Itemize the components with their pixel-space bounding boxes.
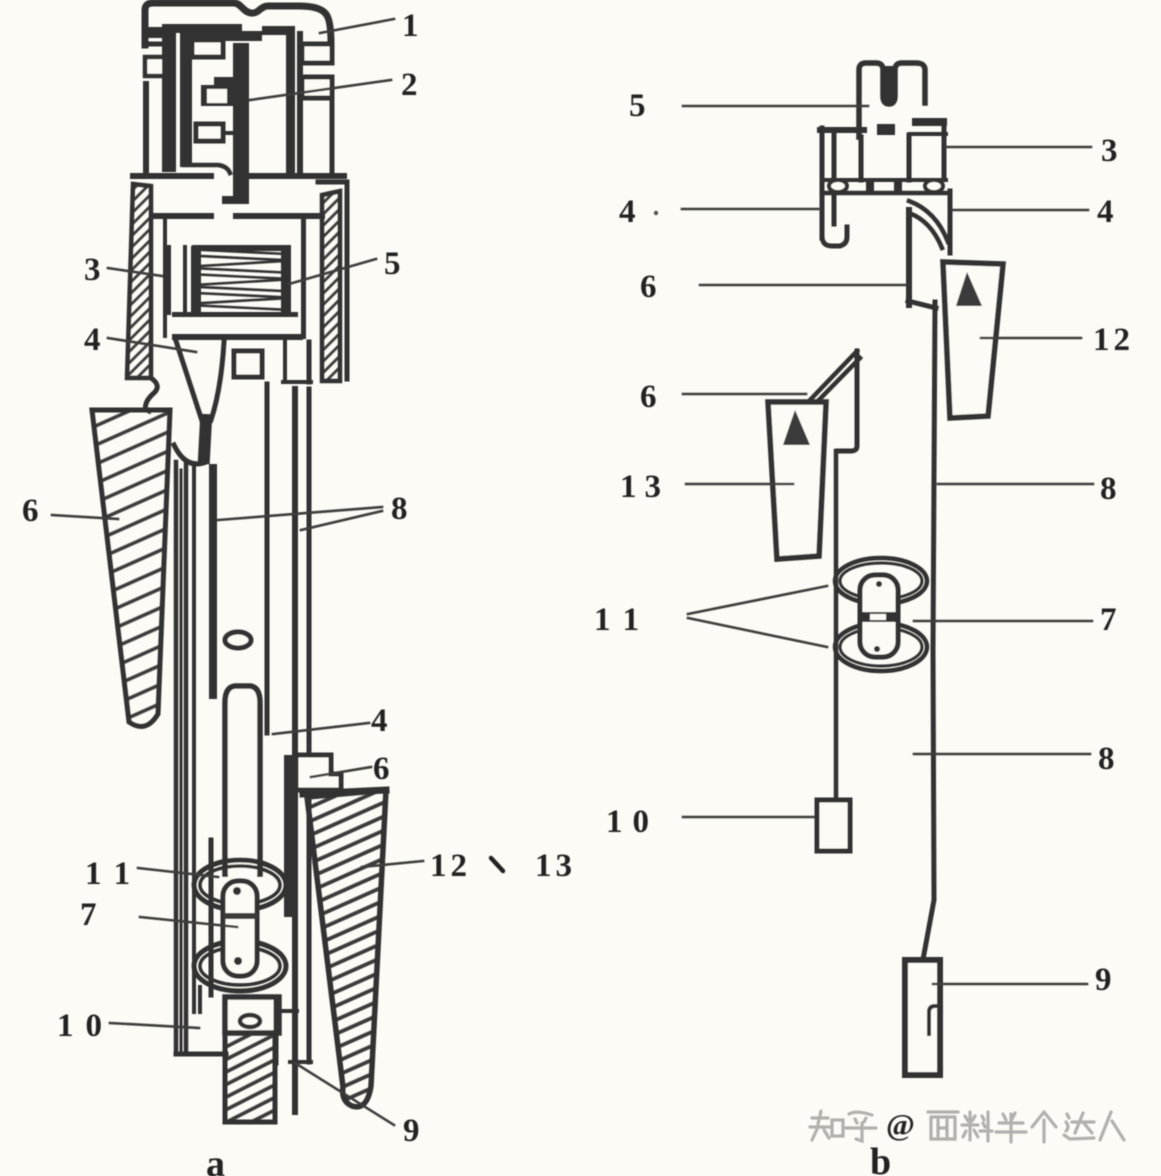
svg-text:8: 8 <box>391 491 408 527</box>
svg-text:7: 7 <box>80 897 97 933</box>
svg-text:9: 9 <box>1095 962 1112 998</box>
svg-text:4: 4 <box>1097 194 1114 230</box>
svg-text:1: 1 <box>402 8 419 44</box>
svg-text:9: 9 <box>403 1113 420 1149</box>
svg-text:6: 6 <box>373 751 390 787</box>
svg-text:7: 7 <box>1100 602 1117 638</box>
svg-text:2: 2 <box>401 67 418 103</box>
svg-text:4: 4 <box>371 703 388 739</box>
svg-text:12: 12 <box>1093 322 1134 358</box>
svg-text:5: 5 <box>384 246 401 282</box>
svg-text:3: 3 <box>84 252 101 288</box>
svg-text:4: 4 <box>84 322 101 358</box>
svg-text:6: 6 <box>640 379 657 415</box>
svg-text:13: 13 <box>535 848 576 884</box>
svg-text:4: 4 <box>619 194 636 230</box>
svg-text:6: 6 <box>640 269 657 305</box>
svg-text:6: 6 <box>22 493 39 529</box>
svg-text:10: 10 <box>57 1008 114 1044</box>
svg-text:a: a <box>206 1143 225 1176</box>
svg-text:13: 13 <box>620 469 669 505</box>
svg-text:10: 10 <box>606 804 659 840</box>
svg-text:8: 8 <box>1100 471 1117 507</box>
svg-text:3: 3 <box>1101 133 1118 169</box>
svg-text:b: b <box>870 1141 891 1176</box>
svg-text:8: 8 <box>1098 741 1115 777</box>
svg-text:11: 11 <box>594 602 653 638</box>
svg-text:12: 12 <box>430 848 471 884</box>
svg-text:@: @ <box>886 1107 915 1142</box>
svg-text:11: 11 <box>85 856 144 892</box>
svg-text:5: 5 <box>629 88 646 124</box>
